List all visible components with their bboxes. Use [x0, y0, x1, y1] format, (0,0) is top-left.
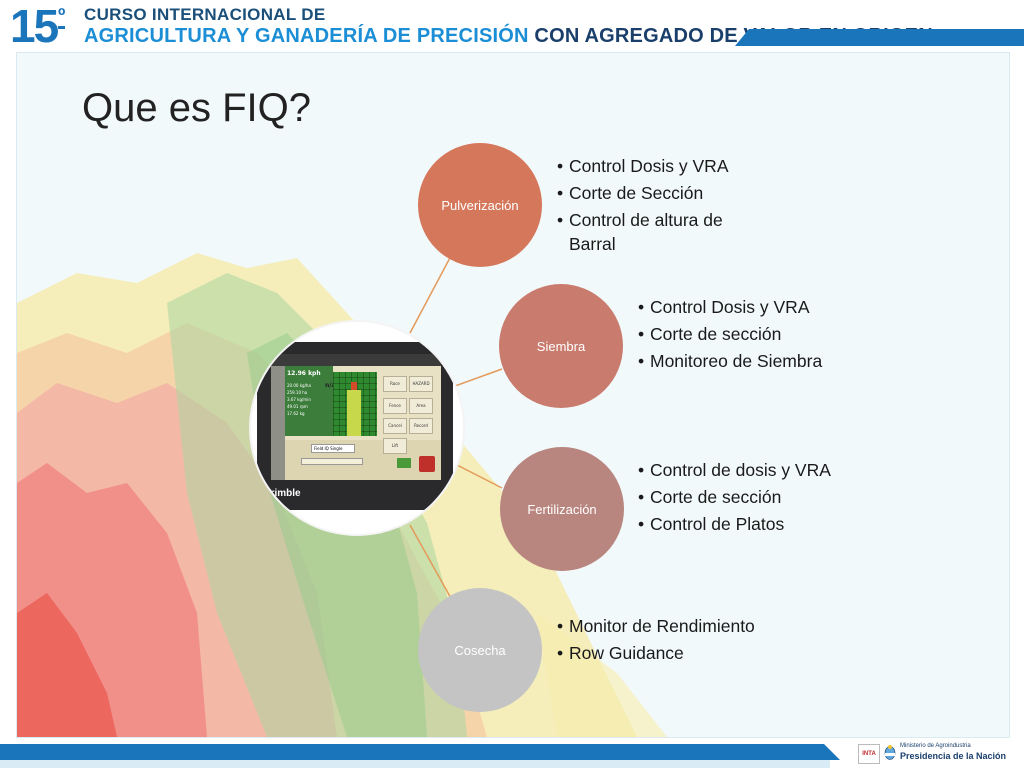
field-iq-monitor: 12.96 kph 20.00 kg/ha 259.10 ha 3.67 kg/…: [257, 342, 453, 510]
bullet-item: Control de dosis y VRA: [638, 458, 848, 482]
edition-ordinal: º: [58, 5, 66, 29]
bullet-item: Corte de sección: [638, 322, 848, 346]
screen-button: Race: [383, 376, 407, 392]
screen-button: Lift: [383, 438, 407, 454]
bullet-item: Corte de sección: [638, 485, 848, 509]
screen-button: Cancel: [383, 418, 407, 434]
footer-logos: INTA Ministerio de Agroindustria Preside…: [854, 740, 1024, 768]
screen-button: Fence: [383, 398, 407, 414]
edition-number: 15: [10, 0, 59, 52]
ok-button-icon: [397, 458, 411, 468]
bullets-fertilizacion: Control de dosis y VRA Corte de sección …: [638, 458, 848, 539]
brand-logo: Trimble: [265, 488, 301, 499]
node-pulverizacion: Pulverización: [418, 143, 542, 267]
page-title: Que es FIQ?: [82, 86, 311, 130]
screen-scale: [301, 458, 363, 465]
footer-stripe: [0, 744, 840, 760]
bullet-item: Corte de Sección: [557, 181, 767, 205]
node-label: Fertilización: [527, 501, 597, 517]
bullet-item: Monitoreo de Siembra: [638, 349, 848, 373]
header-stripe: [735, 29, 1024, 46]
header-line-1: CURSO INTERNACIONAL DE: [84, 5, 326, 24]
screen-button: HAZARD: [409, 376, 433, 392]
footer-stripe-light: [0, 760, 830, 768]
bullet-item: Control Dosis y VRA: [638, 295, 848, 319]
node-label: Siembra: [536, 338, 586, 354]
bullets-siembra: Control Dosis y VRA Corte de sección Mon…: [638, 295, 848, 376]
screen-combo: Field IQ Single: [311, 444, 355, 453]
node-label: Cosecha: [454, 642, 506, 658]
slide-canvas: [16, 52, 1010, 738]
bullet-item: Control de altura de Barral: [557, 208, 767, 256]
speed-readout: 12.96 kph: [287, 370, 321, 377]
node-fertilizacion: Fertilización: [500, 447, 624, 571]
na-readout: n/a: [325, 382, 336, 389]
screen-button: Record: [409, 418, 433, 434]
device-image: 12.96 kph 20.00 kg/ha 259.10 ha 3.67 kg/…: [251, 322, 463, 534]
inta-logo: INTA: [858, 744, 880, 764]
screen-button: Area: [409, 398, 433, 414]
bullet-item: Control Dosis y VRA: [557, 154, 767, 178]
presidency-text: Presidencia de la Nación: [900, 751, 1007, 761]
node-label: Pulverización: [441, 197, 519, 213]
header-line-2-part-1: AGRICULTURA Y GANADERÍA DE PRECISIÓN: [84, 25, 529, 47]
tractor-icon: [351, 382, 357, 390]
node-cosecha: Cosecha: [418, 588, 542, 712]
rate-readout: 12.96 kph 20.00 kg/ha 259.10 ha 3.67 kg/…: [285, 366, 333, 436]
rate-rows: 20.00 kg/ha 259.10 ha 3.67 kg/min 49.01 …: [287, 383, 311, 416]
bullet-item: Control de Platos: [638, 512, 848, 536]
bullets-pulverizacion: Control Dosis y VRA Corte de Sección Con…: [557, 154, 767, 259]
monitor-screen: 12.96 kph 20.00 kg/ha 259.10 ha 3.67 kg/…: [271, 354, 441, 480]
bullets-cosecha: Monitor de Rendimiento Row Guidance: [557, 614, 767, 668]
bullet-item: Monitor de Rendimiento: [557, 614, 767, 638]
ministry-text: Ministerio de Agroindustria: [900, 743, 971, 749]
bullet-item: Row Guidance: [557, 641, 767, 665]
stop-button-icon: [419, 456, 435, 472]
node-siembra: Siembra: [499, 284, 623, 408]
header-banner: 15 º CURSO INTERNACIONAL DE AGRICULTURA …: [0, 0, 1024, 52]
coat-of-arms-icon: [884, 745, 896, 760]
